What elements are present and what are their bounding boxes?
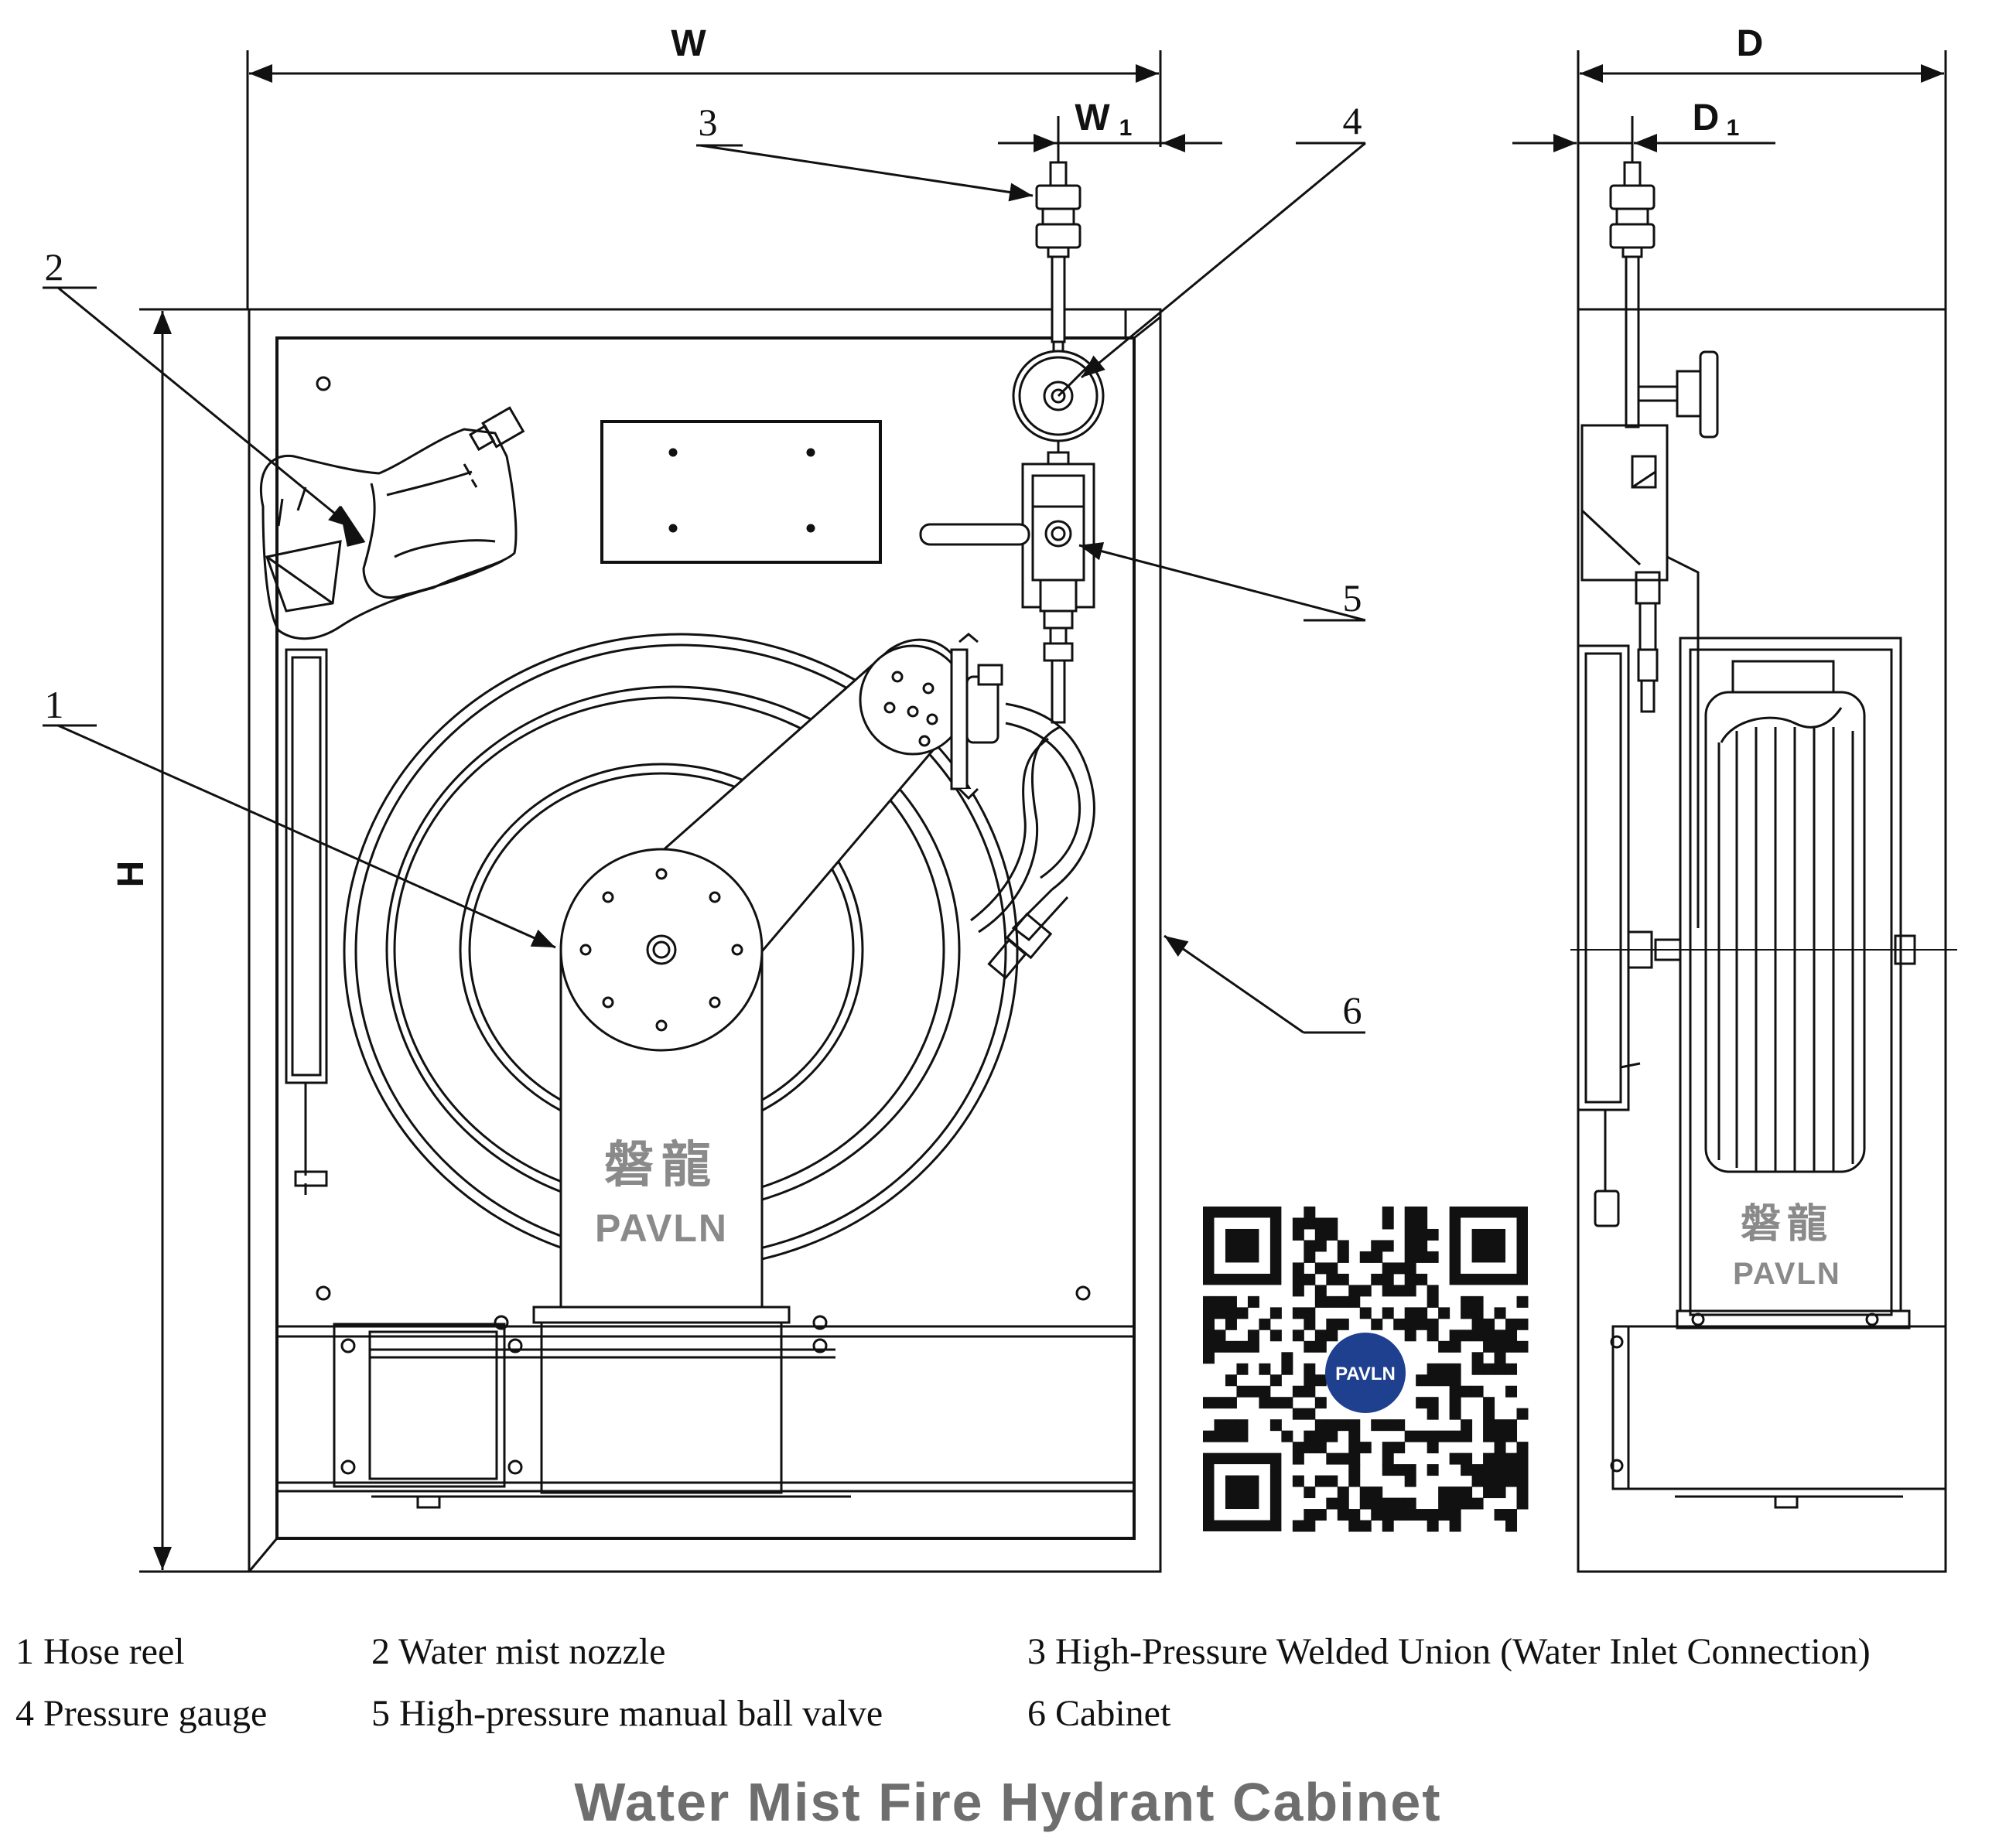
brand-chinese-front: 磐龍 xyxy=(604,1137,719,1194)
page-title: Water Mist Fire Hydrant Cabinet xyxy=(574,1772,1442,1832)
legend-item-4: 4 Pressure gauge xyxy=(15,1693,268,1734)
dimension-w xyxy=(246,50,1162,309)
legend-item-3: 3 High-Pressure Welded Union (Water Inle… xyxy=(1027,1631,1871,1672)
dimension-w-label: W xyxy=(671,23,706,64)
reel-base xyxy=(333,1306,851,1509)
dimension-w1 xyxy=(998,116,1222,162)
callout-5: 5 xyxy=(1343,576,1362,620)
qr-logo-text: PAVLN xyxy=(1335,1364,1396,1384)
brand-latin-front: PAVLN xyxy=(595,1207,728,1250)
cabinet-outer xyxy=(248,308,1162,1573)
side-view: 磐龍 PAVLN xyxy=(1512,50,1957,1573)
legend-item-5: 5 High-pressure manual ball valve xyxy=(371,1693,883,1734)
dimension-w1-index: 1 xyxy=(1119,115,1133,141)
callout-3: 3 xyxy=(699,101,718,144)
dimension-d1-label: D xyxy=(1693,97,1720,138)
hose xyxy=(970,702,1095,980)
dimension-h xyxy=(139,308,249,1573)
side-bracket xyxy=(285,648,328,1195)
dimension-d xyxy=(1577,50,1947,309)
callout-6: 6 xyxy=(1343,988,1362,1032)
water-mist-nozzle xyxy=(259,406,525,640)
qr-code[interactable]: PAVLN xyxy=(1203,1207,1529,1532)
callout-1: 1 xyxy=(45,683,64,726)
reel-arm xyxy=(559,633,1003,1309)
dimension-h-label: H xyxy=(111,861,152,888)
front-view: 磐龍 PAVLN xyxy=(139,50,1222,1573)
legend-item-1: 1 Hose reel xyxy=(15,1631,185,1672)
dimension-d-label: D xyxy=(1737,23,1764,64)
inlet-assembly xyxy=(919,161,1105,724)
legend-item-2: 2 Water mist nozzle xyxy=(371,1631,666,1672)
dimension-d1-index: 1 xyxy=(1727,115,1740,141)
callout-leaders xyxy=(43,142,1366,1034)
brand-chinese-side: 磐龍 xyxy=(1741,1201,1833,1248)
qr-logo-badge xyxy=(1325,1333,1406,1413)
hose-reel-side xyxy=(1570,637,1957,1509)
dimension-d1 xyxy=(1512,116,1775,162)
mounting-plate xyxy=(600,420,882,564)
legend-item-6: 6 Cabinet xyxy=(1027,1693,1171,1734)
callout-4: 4 xyxy=(1343,99,1362,142)
cabinet-inner-frame xyxy=(275,336,1136,1540)
brand-latin-side: PAVLN xyxy=(1733,1257,1841,1291)
callout-2: 2 xyxy=(45,245,64,288)
dimension-w1-label: W xyxy=(1075,97,1110,138)
